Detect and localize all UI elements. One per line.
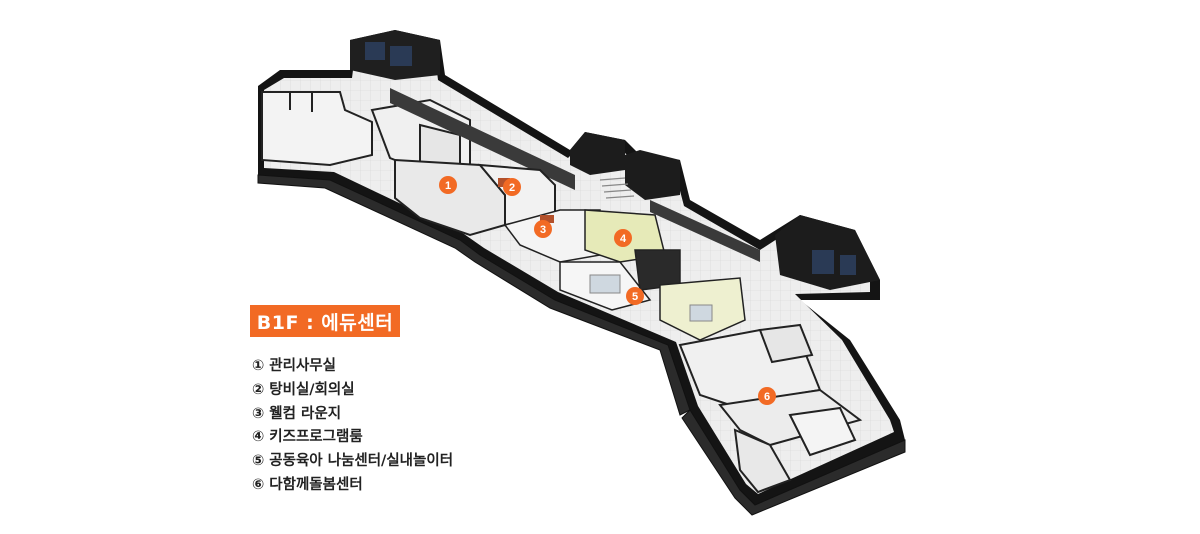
legend-label: 탕비실/회의실 <box>269 381 355 398</box>
legend-label: 웰컴 라운지 <box>269 405 342 422</box>
office-rooms <box>394 158 556 237</box>
marker-5: 5 <box>626 287 644 305</box>
legend-number: ④ <box>252 429 265 446</box>
stair-core-right <box>775 215 880 290</box>
corridor-wall <box>390 88 760 262</box>
room-markers: 1 2 3 4 5 6 <box>439 176 776 405</box>
care-center-wing <box>678 323 863 494</box>
marker-2: 2 <box>503 178 521 196</box>
svg-text:3: 3 <box>540 224 546 236</box>
svg-text:6: 6 <box>764 391 770 403</box>
legend-number: ③ <box>252 405 265 422</box>
legend-label: 공동육아 나눔센터/실내놀이터 <box>269 453 454 470</box>
floor-label-badge: B1F : 에듀센터 <box>250 305 400 337</box>
marker-1: 1 <box>439 176 457 194</box>
svg-text:1: 1 <box>445 180 451 192</box>
legend-number: ⑥ <box>252 476 265 493</box>
exterior-fence <box>257 174 906 516</box>
legend-number: ⑤ <box>252 453 265 470</box>
marker-6: 6 <box>758 387 776 405</box>
stair-core-middle <box>570 132 680 200</box>
svg-text:2: 2 <box>509 182 515 194</box>
marker-4: 4 <box>614 229 632 247</box>
stair-core-top <box>350 30 440 80</box>
marker-3: 3 <box>534 220 552 238</box>
legend-label: 관리사무실 <box>269 358 336 374</box>
svg-text:5: 5 <box>632 291 638 303</box>
svg-text:4: 4 <box>620 233 627 245</box>
legend-label: 키즈프로그램룸 <box>269 429 363 446</box>
legend-number: ① <box>252 358 265 374</box>
legend-number: ② <box>252 381 265 398</box>
legend-label: 다함께돌봄센터 <box>269 476 363 493</box>
